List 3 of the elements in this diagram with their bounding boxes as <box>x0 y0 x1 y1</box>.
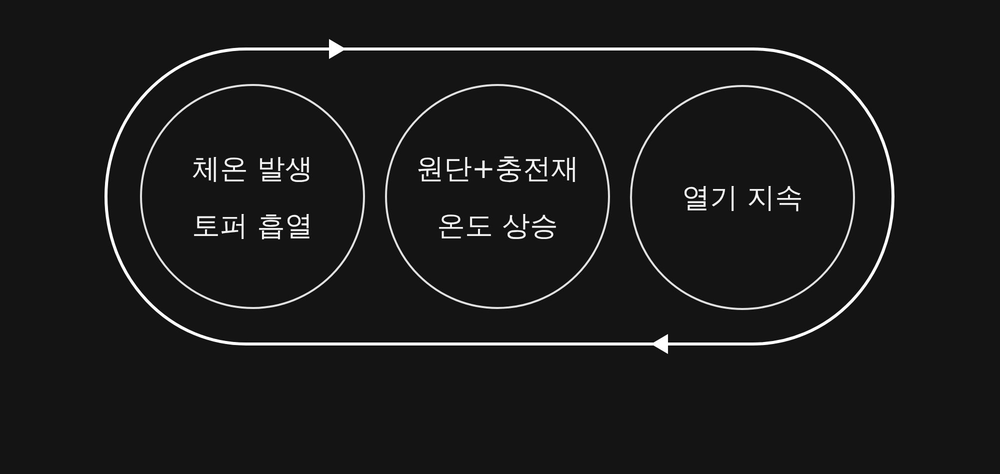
step-circle: 체온 발생 토퍼 흡열 <box>140 84 365 309</box>
step-circle: 열기 지속 <box>630 85 855 310</box>
step-circle: 원단+충전재 온도 상승 <box>385 84 610 309</box>
